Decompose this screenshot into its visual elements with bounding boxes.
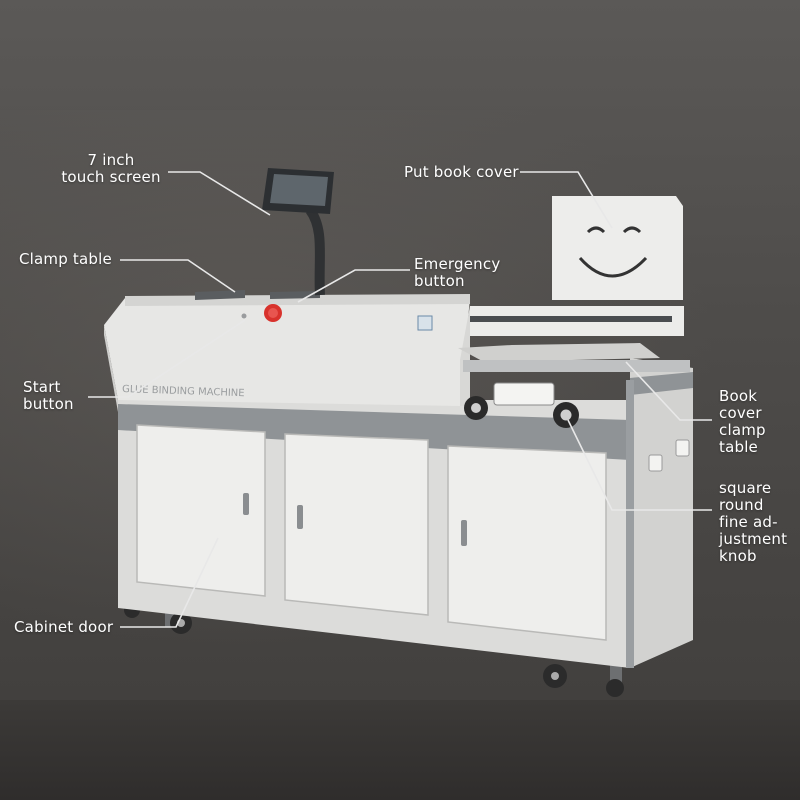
label-adjustment-knob: square round fine ad- justment knob bbox=[719, 479, 788, 565]
label-touch-screen: 7 inch touch screen bbox=[61, 151, 161, 186]
label-emergency-button: Emergency button bbox=[414, 255, 501, 290]
trim-band bbox=[118, 404, 630, 460]
panel-text: GLUE BINDING MACHINE bbox=[122, 384, 245, 399]
upper-housing bbox=[104, 298, 470, 406]
start-button[interactable] bbox=[241, 313, 247, 319]
cabinet-door-middle[interactable] bbox=[284, 433, 429, 616]
floor bbox=[0, 700, 800, 800]
smile-eye-right bbox=[622, 226, 642, 234]
cabinet-door-left[interactable] bbox=[136, 424, 266, 597]
label-start-button: Start button bbox=[23, 378, 74, 413]
label-put-book-cover: Put book cover bbox=[404, 163, 519, 181]
smile-eye-left bbox=[586, 226, 606, 234]
cabinet-door-right[interactable] bbox=[447, 445, 607, 641]
smile-mouth bbox=[578, 256, 648, 278]
leader-lines bbox=[88, 171, 712, 628]
screen-arm bbox=[305, 207, 325, 296]
door-handle[interactable] bbox=[297, 505, 303, 529]
label-cabinet-door: Cabinet door bbox=[14, 618, 114, 636]
label-book-cover-clamp-table: Book cover clamp table bbox=[719, 387, 766, 456]
clamp-table[interactable] bbox=[195, 290, 245, 300]
book-cover-clamp-table[interactable] bbox=[458, 343, 660, 362]
casters bbox=[124, 602, 673, 697]
door-handle[interactable] bbox=[243, 493, 249, 515]
cabinet-doors[interactable] bbox=[136, 424, 690, 641]
label-clamp-table: Clamp table bbox=[19, 250, 112, 268]
adjustment-panel bbox=[493, 382, 555, 406]
door-handle[interactable] bbox=[461, 520, 467, 546]
cabinet-side bbox=[630, 358, 693, 668]
book-cover-board bbox=[552, 196, 683, 300]
